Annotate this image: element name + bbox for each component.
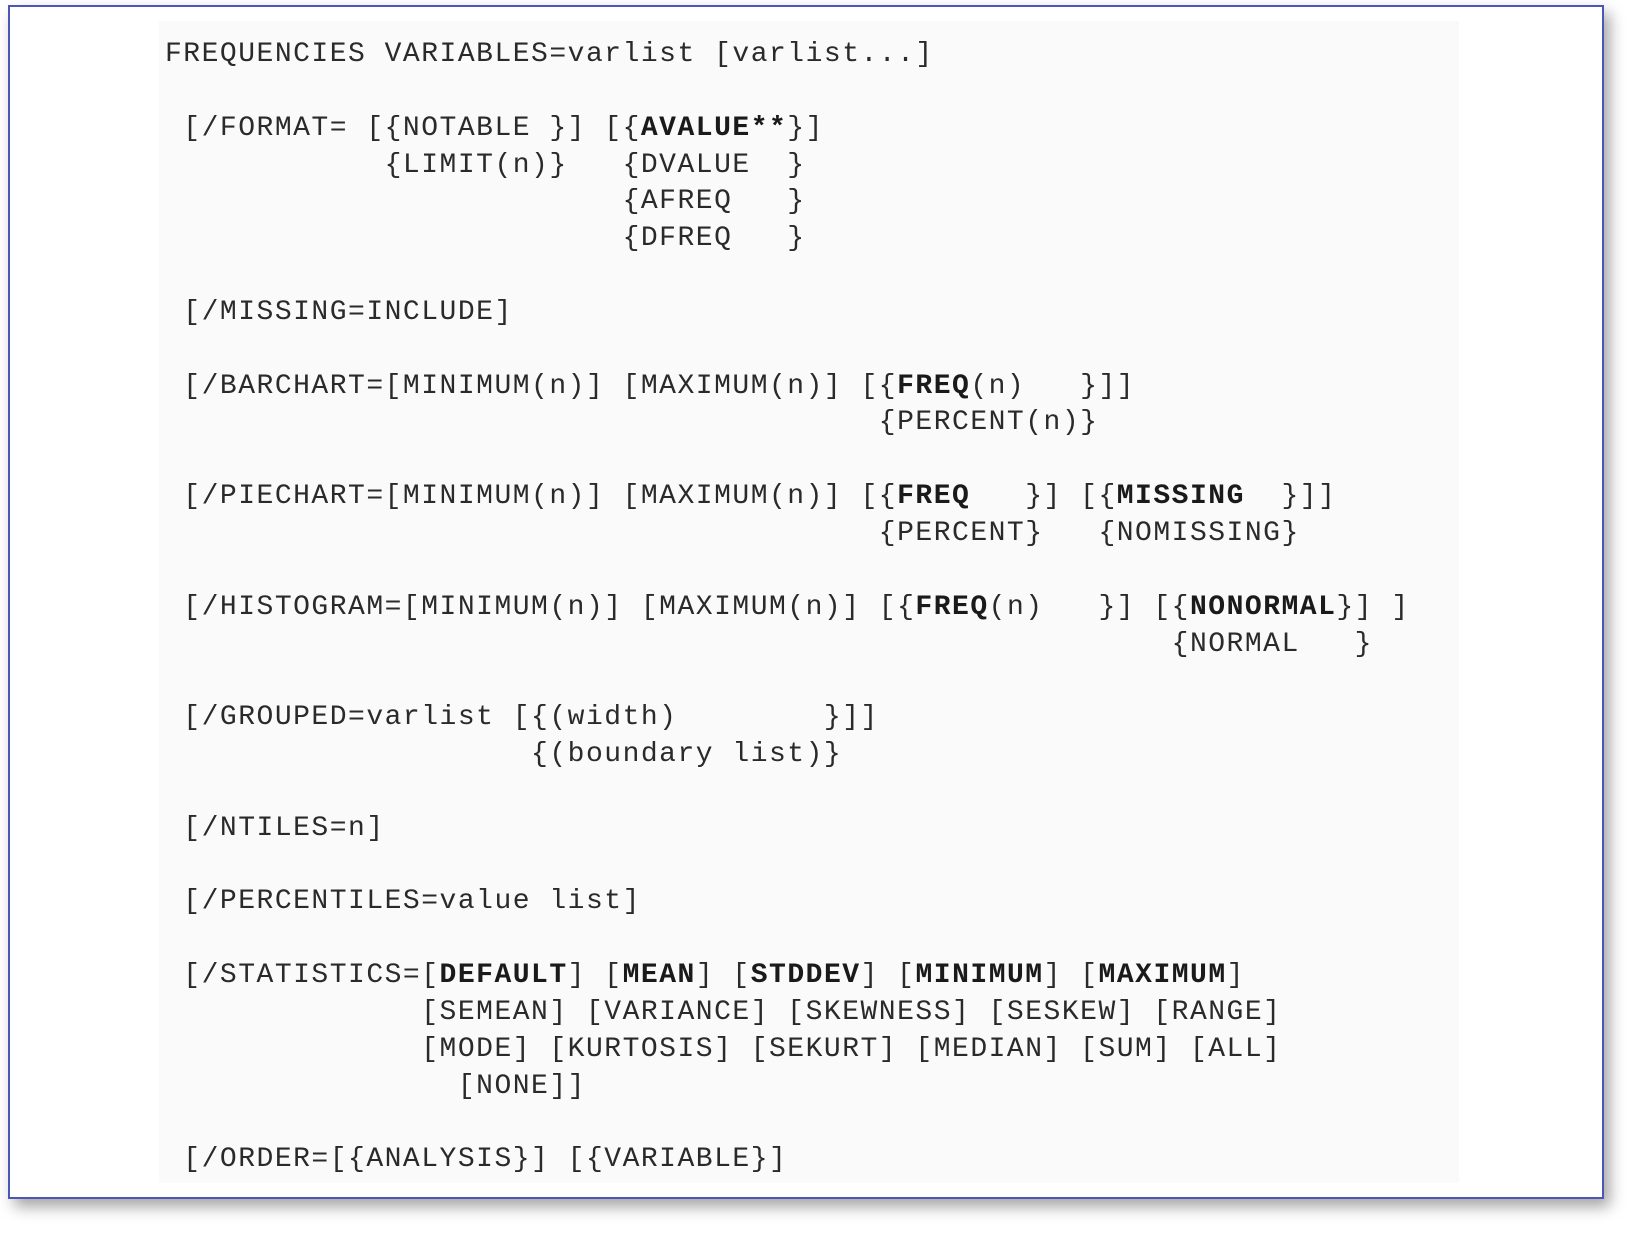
blank-line (165, 332, 1410, 369)
syntax-text: {AFREQ } (165, 186, 806, 218)
default-keyword: FREQ (897, 370, 971, 402)
syntax-line: [/STATISTICS=[DEFAULT] [MEAN] [STDDEV] [… (165, 958, 1410, 995)
syntax-line: {PERCENT} {NOMISSING} (165, 516, 1410, 553)
default-keyword: DEFAULT (439, 960, 568, 992)
syntax-text: ] [ (860, 960, 916, 992)
syntax-line: [/MISSING=INCLUDE] (165, 295, 1410, 332)
syntax-text: {PERCENT} {NOMISSING} (165, 517, 1300, 549)
syntax-text: [/FORMAT= [{NOTABLE }] [{ (165, 112, 641, 144)
blank-line (165, 774, 1410, 811)
syntax-text: [NONE]] (165, 1070, 586, 1102)
syntax-text: [/BARCHART=[MINIMUM(n)] [MAXIMUM(n)] [{ (165, 370, 898, 402)
syntax-text: [/GROUPED=varlist [{(width) }]] (165, 702, 879, 734)
syntax-text: [SEMEAN] [VARIANCE] [SKEWNESS] [SESKEW] … (165, 996, 1282, 1028)
blank-line (165, 921, 1410, 958)
syntax-line: [/ORDER=[{ANALYSIS}] [{VARIABLE}] (165, 1142, 1410, 1179)
syntax-line: {DFREQ } (165, 221, 1410, 258)
syntax-text: [/NTILES=n] (165, 812, 385, 844)
syntax-line: [/BARCHART=[MINIMUM(n)] [MAXIMUM(n)] [{F… (165, 369, 1410, 406)
syntax-text: {(boundary list)} (165, 739, 843, 771)
syntax-text: ] [ (1043, 960, 1099, 992)
blank-line (165, 74, 1410, 111)
blank-line (165, 258, 1410, 295)
syntax-line: [/PIECHART=[MINIMUM(n)] [MAXIMUM(n)] [{F… (165, 479, 1410, 516)
default-keyword: FREQ (897, 481, 971, 513)
syntax-text: }] [{ (970, 481, 1117, 513)
syntax-text: {NORMAL } (165, 628, 1373, 660)
syntax-line: [/NTILES=n] (165, 811, 1410, 848)
syntax-panel: FREQUENCIES VARIABLES=varlist [varlist..… (159, 21, 1459, 1183)
syntax-text: [/HISTOGRAM=[MINIMUM(n)] [MAXIMUM(n)] [{ (165, 591, 916, 623)
syntax-text: FREQUENCIES VARIABLES=varlist [varlist..… (165, 39, 934, 70)
syntax-line: [/GROUPED=varlist [{(width) }]] (165, 700, 1410, 737)
syntax-line: [/PERCENTILES=value list] (165, 884, 1410, 921)
default-keyword: MAXIMUM (1098, 960, 1227, 992)
syntax-line: {AFREQ } (165, 184, 1410, 221)
syntax-text: }] (787, 112, 824, 144)
blank-line (165, 442, 1410, 479)
syntax-text: ] (1226, 960, 1245, 992)
syntax-line: [/HISTOGRAM=[MINIMUM(n)] [MAXIMUM(n)] [{… (165, 590, 1410, 627)
default-keyword: STDDEV (750, 960, 861, 992)
syntax-text: [/PIECHART=[MINIMUM(n)] [MAXIMUM(n)] [{ (165, 481, 898, 513)
default-keyword: MEAN (622, 960, 696, 992)
syntax-text: ] [ (567, 960, 623, 992)
blank-line (165, 1105, 1410, 1142)
syntax-text: [/PERCENTILES=value list] (165, 886, 641, 918)
syntax-line: FREQUENCIES VARIABLES=varlist [varlist..… (165, 37, 1410, 74)
syntax-line: {PERCENT(n)} (165, 405, 1410, 442)
syntax-text: {PERCENT(n)} (165, 407, 1099, 439)
syntax-figure-frame: FREQUENCIES VARIABLES=varlist [varlist..… (8, 5, 1604, 1199)
syntax-text: }] ] (1336, 591, 1410, 623)
default-keyword: NONORMAL (1189, 591, 1337, 623)
syntax-line: [MODE] [KURTOSIS] [SEKURT] [MEDIAN] [SUM… (165, 1032, 1410, 1069)
default-keyword: FREQ (915, 591, 989, 623)
syntax-text: }]] (1244, 481, 1337, 513)
syntax-line: [/FORMAT= [{NOTABLE }] [{AVALUE**}] (165, 111, 1410, 148)
syntax-text: [/ORDER=[{ANALYSIS}] [{VARIABLE}] (165, 1144, 788, 1176)
syntax-line: [NONE]] (165, 1069, 1410, 1106)
syntax-text: [/MISSING=INCLUDE] (165, 296, 513, 328)
frequencies-syntax-block: FREQUENCIES VARIABLES=varlist [varlist..… (165, 37, 1410, 1179)
syntax-text: {LIMIT(n)} {DVALUE } (165, 149, 806, 181)
default-keyword: MISSING (1116, 481, 1245, 513)
default-keyword: AVALUE** (640, 112, 788, 144)
syntax-line: {LIMIT(n)} {DVALUE } (165, 148, 1410, 185)
syntax-line: [SEMEAN] [VARIANCE] [SKEWNESS] [SESKEW] … (165, 995, 1410, 1032)
blank-line (165, 848, 1410, 885)
syntax-text: {DFREQ } (165, 223, 806, 255)
blank-line (165, 553, 1410, 590)
syntax-text: [/STATISTICS=[ (165, 960, 440, 992)
syntax-line: {(boundary list)} (165, 737, 1410, 774)
syntax-line: {NORMAL } (165, 627, 1410, 664)
syntax-text: ] [ (695, 960, 751, 992)
syntax-text: (n) }]] (970, 370, 1136, 402)
syntax-text: (n) }] [{ (988, 591, 1190, 623)
blank-line (165, 663, 1410, 700)
default-keyword: MINIMUM (915, 960, 1044, 992)
syntax-text: [MODE] [KURTOSIS] [SEKURT] [MEDIAN] [SUM… (165, 1033, 1282, 1065)
